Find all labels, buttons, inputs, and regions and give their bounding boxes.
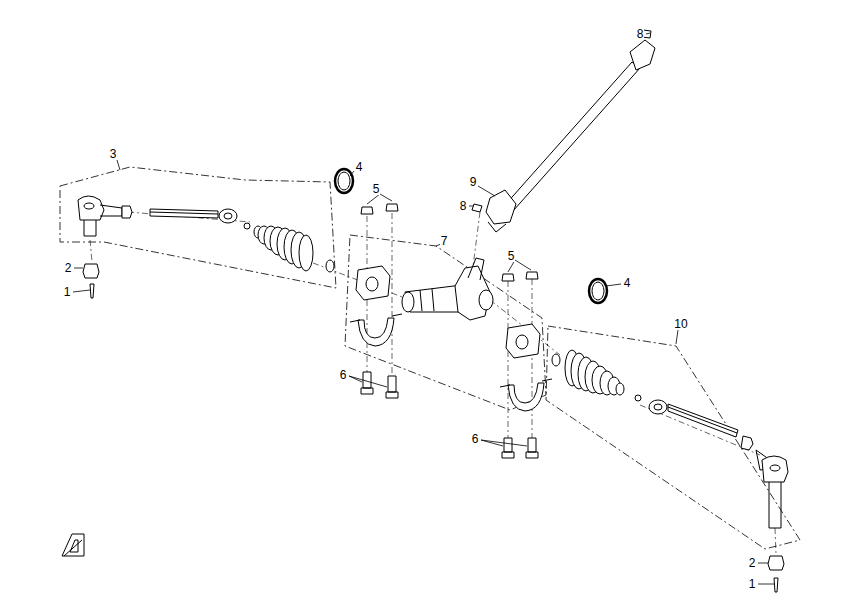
callout-number: 5 bbox=[507, 250, 516, 262]
callout-number: 7 bbox=[440, 235, 449, 247]
callout-number: 2 bbox=[64, 262, 73, 274]
callout-number: 9 bbox=[469, 176, 478, 188]
callout-number: 4 bbox=[355, 161, 364, 173]
callout-number: 3 bbox=[109, 148, 118, 160]
callout-number: 5 bbox=[372, 183, 381, 195]
callout-number: 2 bbox=[748, 557, 757, 569]
callout-number: 4 bbox=[623, 277, 632, 289]
callout-number: 6 bbox=[471, 433, 480, 445]
callout-number: 1 bbox=[748, 578, 757, 590]
callout-number: 8 bbox=[459, 200, 468, 212]
callout-number: 6 bbox=[339, 369, 348, 381]
callout-number: 10 bbox=[673, 318, 688, 330]
callout-number: 1 bbox=[63, 286, 72, 298]
callout-number: 8 bbox=[636, 28, 645, 40]
